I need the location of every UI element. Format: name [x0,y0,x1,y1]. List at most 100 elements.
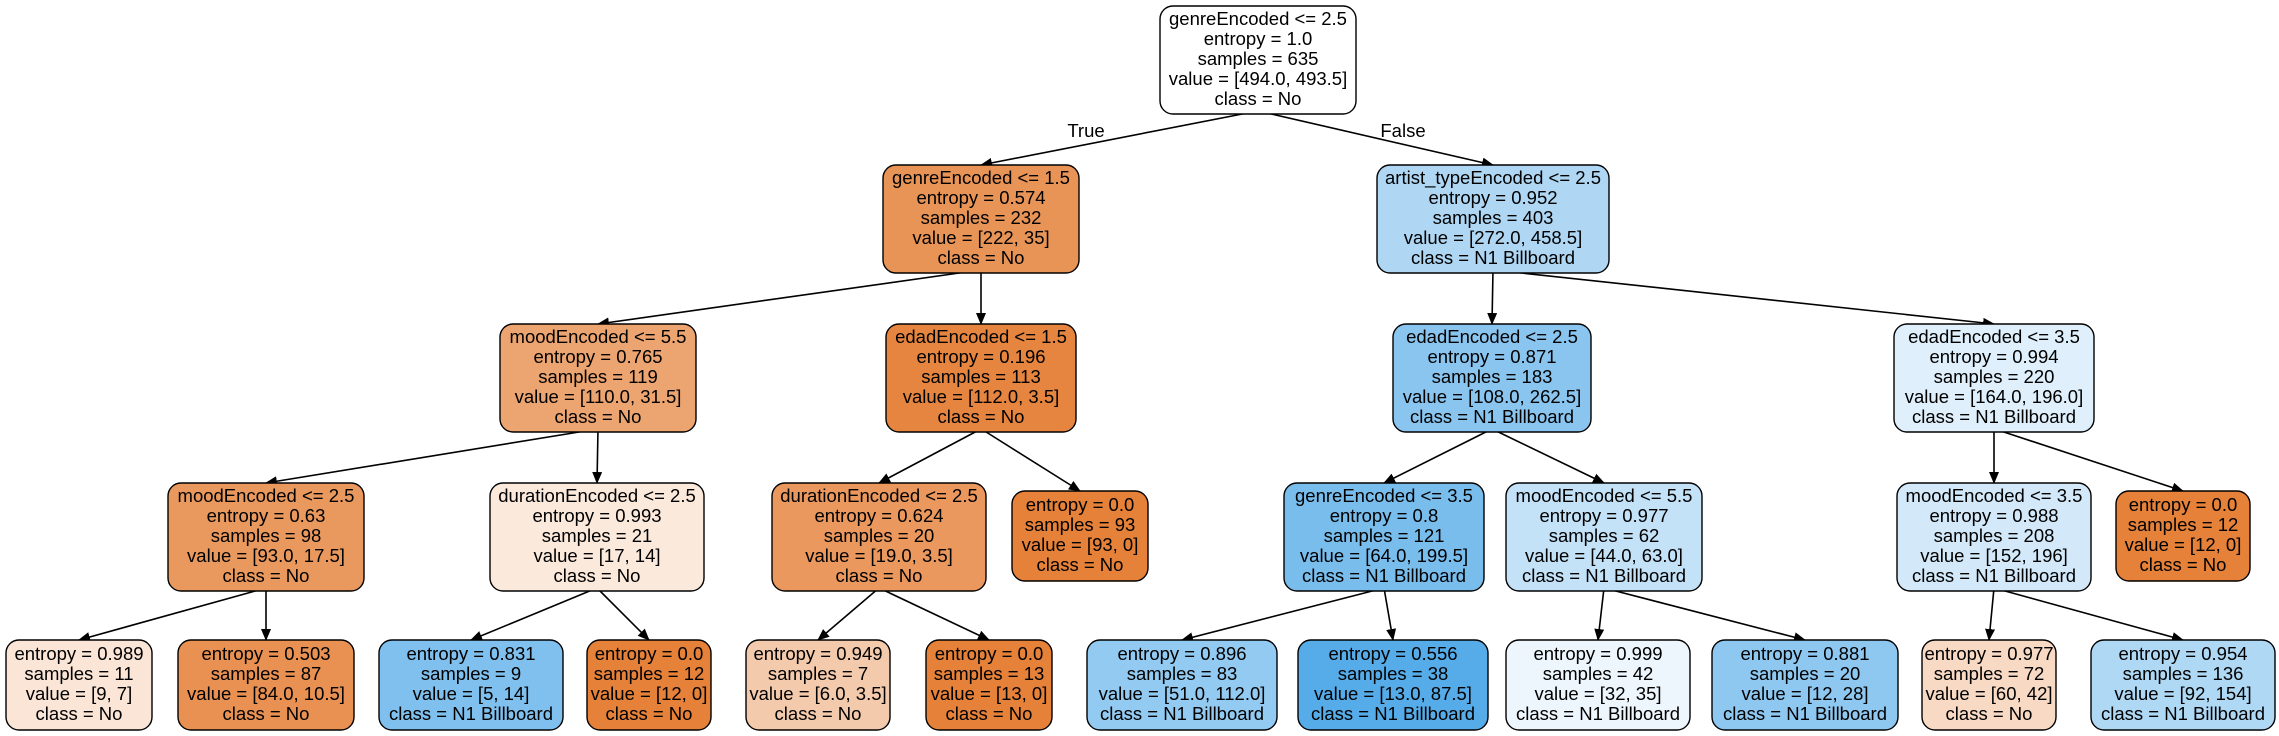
node-line: samples = 183 [1432,366,1553,387]
node-line: value = [112.0, 3.5] [903,386,1060,407]
node-line: entropy = 0.831 [406,643,535,664]
node-line: class = No [555,406,642,427]
node-box [499,323,697,433]
edge-n2-n6 [592,429,603,484]
node-line: entropy = 0.952 [1428,187,1557,208]
edge-n16-n17 [1181,588,1381,643]
node-line: moodEncoded <= 2.5 [178,485,355,506]
node-line: value = [108.0, 262.5] [1403,386,1581,407]
node-line: class = N1 Billboard [1311,703,1475,724]
node-box [177,639,355,731]
node-line: samples = 220 [1934,366,2055,387]
node-box [925,639,1053,731]
edge-n9-n10 [878,429,980,484]
node-line: class = No [775,703,862,724]
node-box [5,639,153,731]
node-line: samples = 403 [1433,207,1554,228]
node-line: value = [93.0, 17.5] [187,545,345,566]
node-box [1159,5,1357,115]
node-line: value = [44.0, 63.0] [1525,545,1683,566]
node-line: class = No [2140,554,2227,575]
node-line: genreEncoded <= 1.5 [892,167,1070,188]
node-line: samples = 11 [24,663,133,684]
node-box [2090,639,2276,731]
node-line: samples = 98 [211,525,322,546]
node-line: entropy = 0.881 [1740,643,1869,664]
node-line: entropy = 0.954 [2118,643,2247,664]
node-line: class = N1 Billboard [1410,406,1574,427]
node-box [771,482,987,592]
node-line: samples = 42 [1543,663,1654,684]
node-line: genreEncoded <= 3.5 [1295,485,1473,506]
node-line: class = N1 Billboard [1522,565,1686,586]
node-line: entropy = 0.556 [1328,643,1457,664]
edge-label-false: False [1380,120,1425,141]
node-line: value = [164.0, 196.0] [1905,386,2083,407]
edge-n2-n3 [265,429,592,487]
node-line: genreEncoded <= 2.5 [1169,8,1347,29]
node-line: samples = 20 [1750,663,1861,684]
node-line: value = [272.0, 458.5] [1404,227,1582,248]
edge-n15-n19 [1493,429,1605,484]
node-line: value = [12, 0] [591,683,708,704]
node-line: class = No [223,565,310,586]
node-box [882,164,1080,274]
node-box [1893,323,2095,433]
node-line: entropy = 0.0 [935,643,1044,664]
node-line: samples = 87 [211,663,322,684]
node-line: entropy = 1.0 [1204,28,1313,49]
node-line: entropy = 0.896 [1117,643,1246,664]
edge-n15-n16 [1383,429,1491,484]
node-line: samples = 83 [1127,663,1238,684]
node-line: class = No [223,703,310,724]
edges-layer [78,111,2184,643]
node-line: value = [92, 154] [2114,683,2251,704]
node-box [1896,482,2092,592]
node-line: value = [19.0, 3.5] [805,545,953,566]
edge-n0-n14 [1262,111,1494,168]
node-line: samples = 9 [421,663,521,684]
node-line: entropy = 0.994 [1929,346,2058,367]
node-line: entropy = 0.977 [1539,505,1668,526]
node-line: value = [17, 14] [533,545,660,566]
node-box [1297,639,1489,731]
node-line: value = [9, 7] [26,683,132,704]
node-box [2115,490,2251,582]
node-line: samples = 635 [1198,48,1319,69]
node-line: class = No [1037,554,1124,575]
node-line: samples = 113 [921,366,1040,387]
node-line: value = [32, 35] [1534,683,1661,704]
node-line: entropy = 0.988 [1929,505,2058,526]
node-line: class = N1 Billboard [389,703,553,724]
node-line: entropy = 0.999 [1533,643,1662,664]
edge-n14-n22 [1502,270,1995,328]
node-line: entropy = 0.977 [1924,643,2053,664]
node-line: moodEncoded <= 3.5 [1906,485,2083,506]
node-line: class = No [938,247,1025,268]
node-box [745,639,891,731]
node-line: class = N1 Billboard [1723,703,1887,724]
node-line: class = N1 Billboard [1100,703,1264,724]
node-line: edadEncoded <= 3.5 [1908,326,2080,347]
node-line: samples = 12 [2128,514,2239,535]
node-line: moodEncoded <= 5.5 [1516,485,1693,506]
node-line: value = [13, 0] [931,683,1048,704]
node-line: class = N1 Billboard [1516,703,1680,724]
node-line: value = [13.0, 87.5] [1314,683,1472,704]
edge-n1-n2 [597,270,974,328]
